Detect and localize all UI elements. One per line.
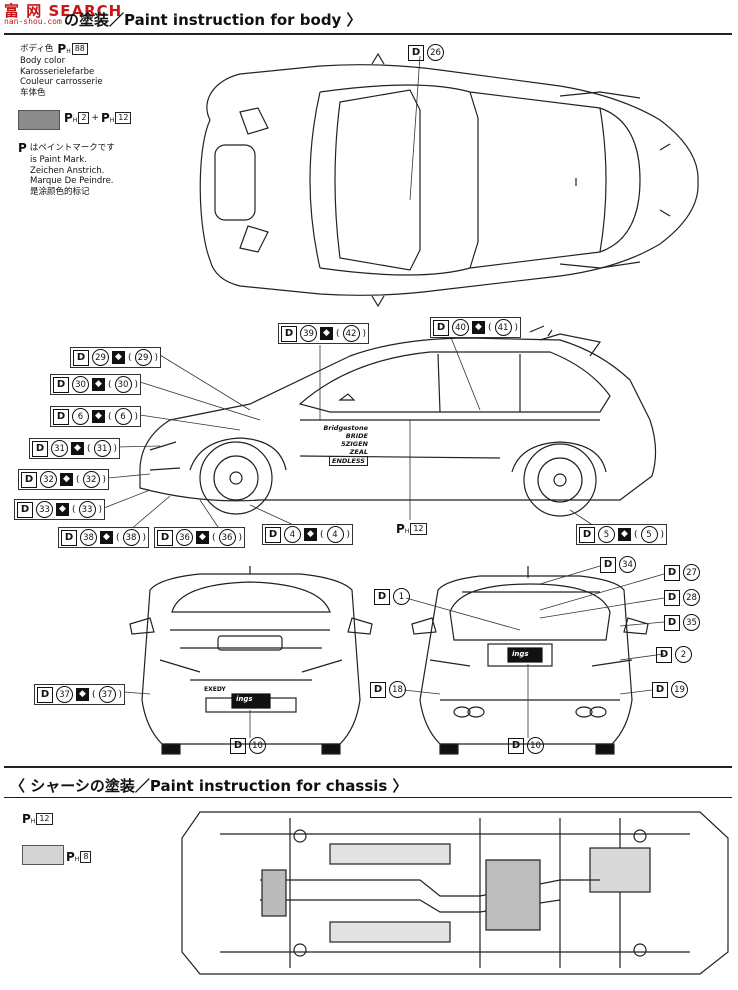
- decal-mark-icon: ◆: [100, 531, 113, 544]
- decal-mark-icon: ◆: [92, 378, 105, 391]
- decal-mark-icon: ◆: [76, 688, 89, 701]
- body-color-label-cn: 车体色: [20, 87, 46, 98]
- leader-lines: [103, 55, 665, 738]
- body-color-swatch: [18, 110, 60, 130]
- body-color-label-de: Karosserielefarbe: [20, 66, 95, 77]
- chassis-drawing: [181, 811, 729, 975]
- decal-mark-icon: ◆: [320, 327, 333, 340]
- decal-mark-icon: ◆: [92, 410, 105, 423]
- decal-mark-icon: ◆: [71, 442, 84, 455]
- paint-mark-note: P はペイントマークです is Paint Mark. Zeichen Anst…: [18, 141, 115, 197]
- decal-mark-icon: ◆: [472, 321, 485, 334]
- chassis-color-swatch: [22, 845, 64, 865]
- paint-mark-icon: P: [18, 141, 27, 155]
- decal-mark-icon: ◆: [618, 528, 631, 541]
- decal-mark-icon: ◆: [60, 473, 73, 486]
- watermark-url: nan-shou.com: [4, 17, 62, 26]
- watermark-logo: 富 网 SEARCH: [4, 2, 123, 20]
- body-section-title: の塗装／Paint instruction for body 〉: [64, 11, 362, 29]
- body-color-label-jp: ボディ色: [20, 43, 54, 54]
- front-brand-text: EXEDY: [204, 686, 226, 693]
- decal-mark-icon: ◆: [56, 503, 69, 516]
- side-view-drawing: [139, 325, 657, 517]
- body-color-label-fr: Couleur carrosserie: [20, 77, 103, 87]
- rear-view-drawing: [411, 566, 649, 755]
- chassis-section-rule-top: [4, 766, 732, 768]
- chassis-section-title: 〈 シャーシの塗装／Paint instruction for chassis …: [10, 777, 408, 795]
- front-plate-text: ings: [236, 695, 253, 703]
- top-view-drawing: [199, 52, 699, 308]
- body-color-label-en: Body color: [20, 56, 66, 66]
- front-view-drawing: [129, 566, 373, 755]
- body-section-rule: [4, 33, 732, 35]
- decal-mark-icon: ◆: [196, 531, 209, 544]
- side-sponsor-stack: Bridgestone BRIDE 5ZIGEN ZEAL ENDLESS: [323, 424, 368, 466]
- decal-mark-icon: ◆: [304, 528, 317, 541]
- rear-plate-text: ings: [512, 650, 529, 658]
- chassis-section-rule: [4, 797, 732, 798]
- decal-mark-icon: ◆: [112, 351, 125, 364]
